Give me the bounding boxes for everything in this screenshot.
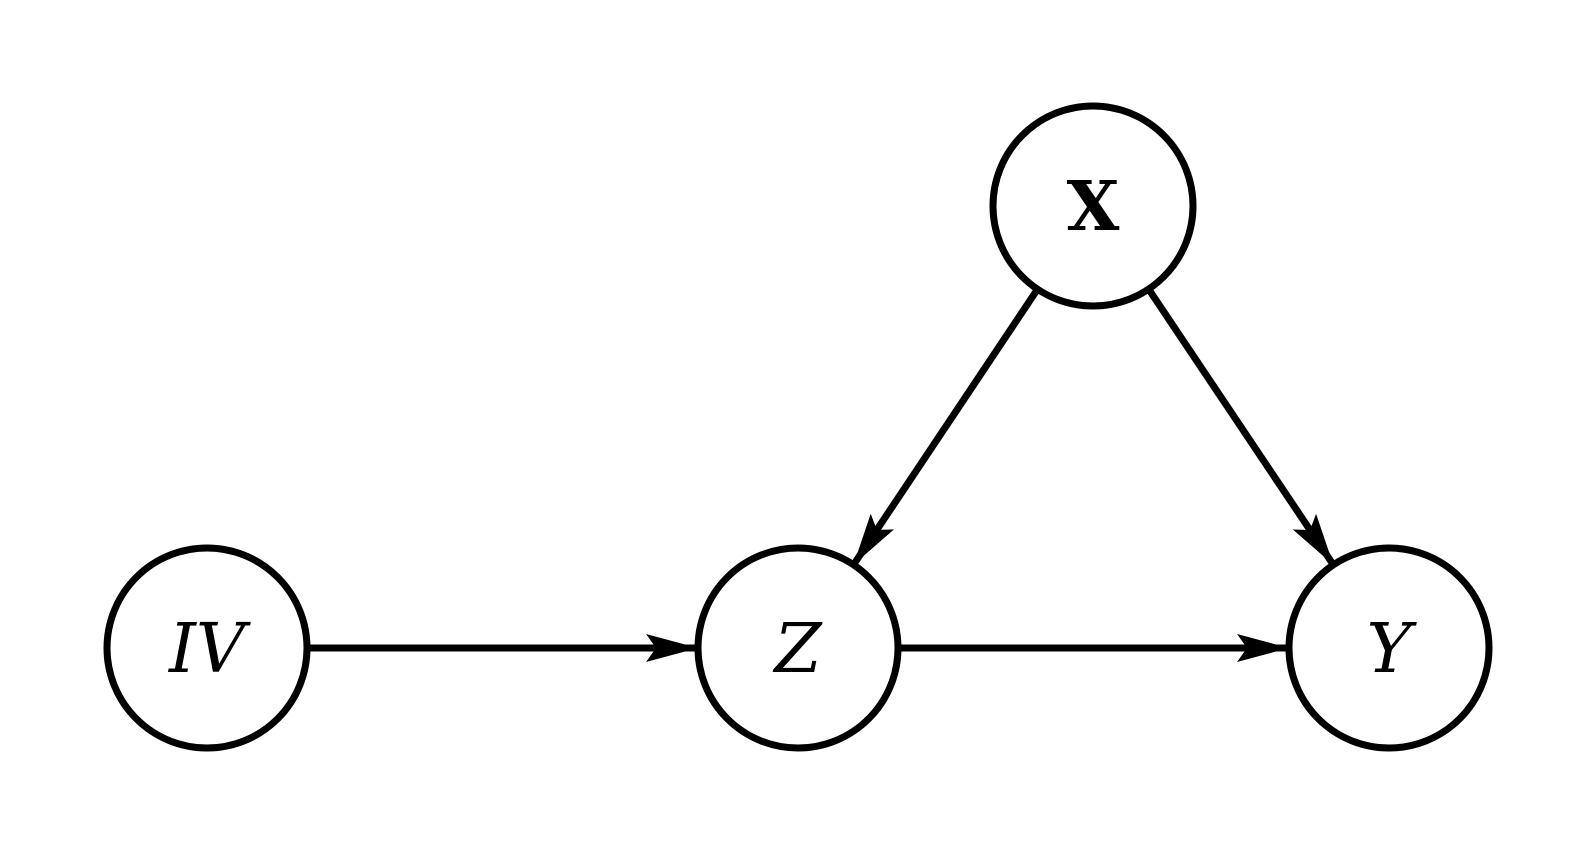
node-Z-circle xyxy=(694,544,902,752)
node-X: X xyxy=(989,102,1197,310)
node-Y: Y xyxy=(1285,544,1493,752)
node-X-circle xyxy=(989,102,1197,310)
node-Y-label: Y xyxy=(1367,610,1418,689)
node-IV: IV xyxy=(103,544,311,752)
node-X-label: X xyxy=(1067,167,1120,247)
node-IV-label: IV xyxy=(167,610,251,689)
node-Y-circle xyxy=(1285,544,1493,752)
node-IV-circle xyxy=(103,544,311,752)
edge-X-to-Y-arrow xyxy=(1145,287,1337,567)
node-Z-label: Z xyxy=(772,610,823,689)
node-Z: Z xyxy=(694,544,902,752)
edge-X-to-Z-arrow xyxy=(850,287,1041,567)
